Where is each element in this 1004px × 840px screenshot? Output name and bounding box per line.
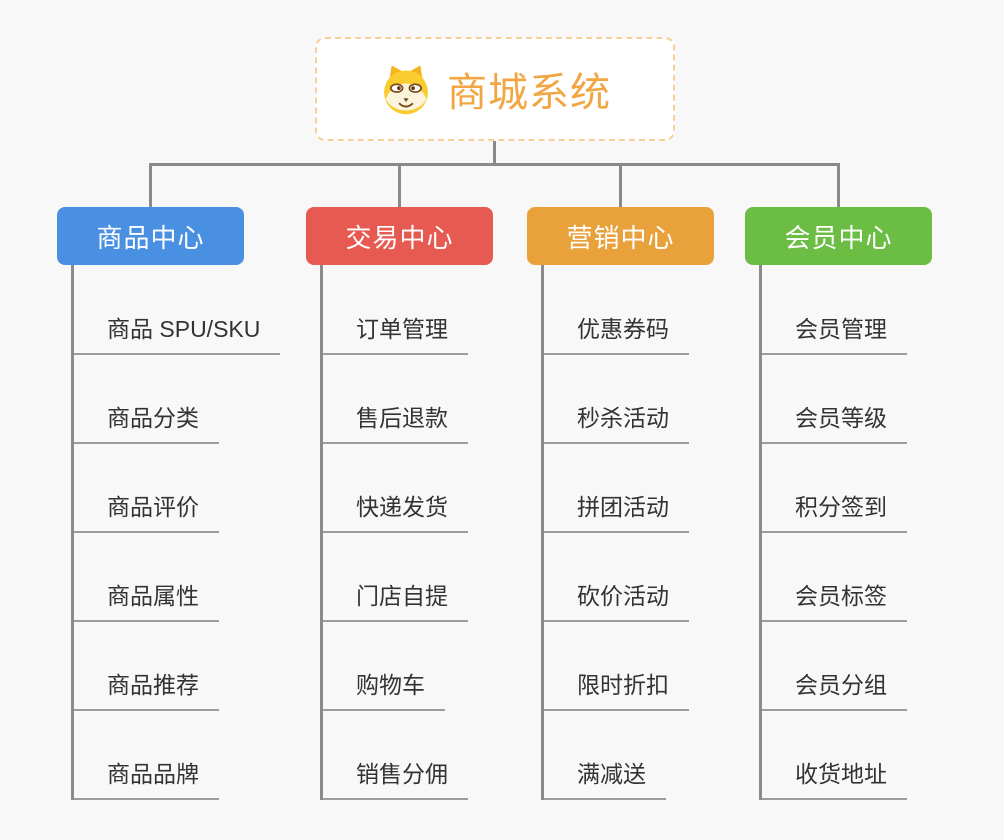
leaf-row: 会员管理 (762, 265, 907, 355)
branch-node-marketing-center[interactable]: 营销中心 (527, 207, 714, 265)
branch-connector-line (619, 164, 622, 208)
leaf-item-product-center-5[interactable]: 商品品牌 (74, 755, 219, 800)
leaf-item-trade-center-2[interactable]: 快递发货 (323, 488, 468, 533)
leaf-item-member-center-5[interactable]: 收货地址 (762, 755, 907, 800)
leaf-row: 会员等级 (762, 355, 907, 444)
root-title: 商城系统 (447, 71, 611, 115)
branch-connector-line (837, 164, 840, 208)
leaf-item-product-center-2[interactable]: 商品评价 (74, 488, 219, 533)
leaf-row: 收货地址 (762, 711, 907, 800)
leaf-item-product-center-1[interactable]: 商品分类 (74, 399, 219, 444)
leaf-row: 商品分类 (74, 355, 280, 444)
leaf-item-trade-center-5[interactable]: 销售分佣 (323, 755, 468, 800)
leaf-row: 拼团活动 (544, 444, 689, 533)
root-node[interactable]: 商城系统 (315, 37, 675, 141)
leaf-column-marketing-center: 优惠券码秒杀活动拼团活动砍价活动限时折扣满减送 (541, 265, 689, 800)
leaf-row: 限时折扣 (544, 622, 689, 711)
branch-connector-line (149, 164, 152, 208)
leaf-item-product-center-4[interactable]: 商品推荐 (74, 666, 219, 711)
branch-label: 交易中心 (345, 222, 454, 253)
branch-node-member-center[interactable]: 会员中心 (745, 207, 932, 265)
leaf-row: 售后退款 (323, 355, 468, 444)
branch-label: 营销中心 (566, 222, 675, 253)
leaf-row: 秒杀活动 (544, 355, 689, 444)
leaf-row: 销售分佣 (323, 711, 468, 800)
leaf-item-trade-center-3[interactable]: 门店自提 (323, 577, 468, 622)
leaf-row: 满减送 (544, 711, 689, 800)
leaf-item-member-center-2[interactable]: 积分签到 (762, 488, 907, 533)
leaf-row: 订单管理 (323, 265, 468, 355)
root-connector-line (493, 141, 496, 164)
leaf-column-product-center: 商品 SPU/SKU 商品分类商品评价商品属性商品推荐商品品牌 (71, 265, 281, 800)
leaf-row: 商品 SPU/SKU (74, 265, 281, 355)
leaf-row: 会员标签 (762, 533, 907, 622)
leaf-item-marketing-center-5[interactable]: 满减送 (544, 755, 666, 800)
leaf-item-trade-center-4[interactable]: 购物车 (323, 666, 445, 711)
leaf-row: 优惠券码 (544, 265, 689, 355)
leaf-row: 购物车 (323, 622, 468, 711)
leaf-row: 商品推荐 (74, 622, 280, 711)
leaf-column-member-center: 会员管理会员等级积分签到会员标签会员分组收货地址 (759, 265, 907, 800)
branch-connector-line (398, 164, 401, 208)
leaf-column-trade-center: 订单管理售后退款快递发货门店自提购物车销售分佣 (320, 265, 468, 800)
leaf-row: 砍价活动 (544, 533, 689, 622)
leaf-item-marketing-center-2[interactable]: 拼团活动 (544, 488, 689, 533)
leaf-item-trade-center-0[interactable]: 订单管理 (323, 310, 468, 355)
leaf-row: 会员分组 (762, 622, 907, 711)
leaf-row: 商品品牌 (74, 711, 280, 800)
branch-label: 商品中心 (96, 222, 205, 253)
branch-label: 会员中心 (784, 222, 893, 253)
leaf-row: 快递发货 (323, 444, 468, 533)
dog-face-icon (384, 65, 428, 115)
branch-node-product-center[interactable]: 商品中心 (57, 207, 244, 265)
leaf-item-marketing-center-4[interactable]: 限时折扣 (544, 666, 689, 711)
leaf-row: 门店自提 (323, 533, 468, 622)
leaf-item-member-center-1[interactable]: 会员等级 (762, 399, 907, 444)
branch-node-trade-center[interactable]: 交易中心 (306, 207, 493, 265)
leaf-row: 商品属性 (74, 533, 280, 622)
leaf-item-product-center-3[interactable]: 商品属性 (74, 577, 219, 622)
leaf-row: 积分签到 (762, 444, 907, 533)
leaf-item-member-center-3[interactable]: 会员标签 (762, 577, 907, 622)
leaf-row: 商品评价 (74, 444, 280, 533)
bus-connector-line (149, 163, 840, 166)
leaf-item-marketing-center-1[interactable]: 秒杀活动 (544, 399, 689, 444)
leaf-item-product-center-0[interactable]: 商品 SPU/SKU (74, 310, 281, 355)
leaf-item-member-center-4[interactable]: 会员分组 (762, 666, 907, 711)
leaf-item-marketing-center-0[interactable]: 优惠券码 (544, 310, 689, 355)
leaf-item-trade-center-1[interactable]: 售后退款 (323, 399, 468, 444)
leaf-item-member-center-0[interactable]: 会员管理 (762, 310, 907, 355)
leaf-item-marketing-center-3[interactable]: 砍价活动 (544, 577, 689, 622)
